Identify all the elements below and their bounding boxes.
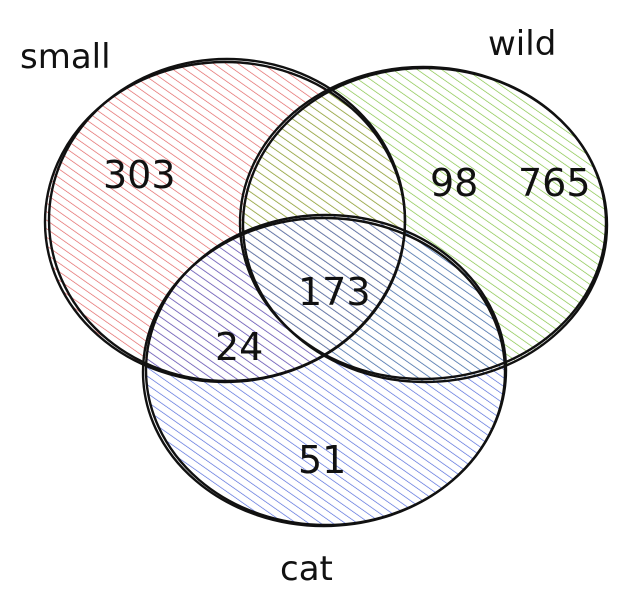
set-label-cat: cat bbox=[280, 549, 333, 589]
region-cat-only: 51 bbox=[298, 438, 346, 482]
region-wild-only: 765 bbox=[518, 161, 591, 205]
set-cat-fill bbox=[146, 215, 506, 525]
region-small-cat: 24 bbox=[215, 325, 263, 369]
region-small-only: 303 bbox=[103, 153, 176, 197]
set-wild-outline-2 bbox=[238, 65, 608, 381]
set-label-wild: wild bbox=[488, 24, 556, 64]
region-small-wild: 98 bbox=[430, 161, 478, 205]
set-small-outline-2 bbox=[47, 57, 407, 383]
set-cat-outline-2 bbox=[141, 216, 507, 528]
region-all-three: 173 bbox=[298, 270, 371, 314]
set-label-small: small bbox=[20, 37, 111, 77]
